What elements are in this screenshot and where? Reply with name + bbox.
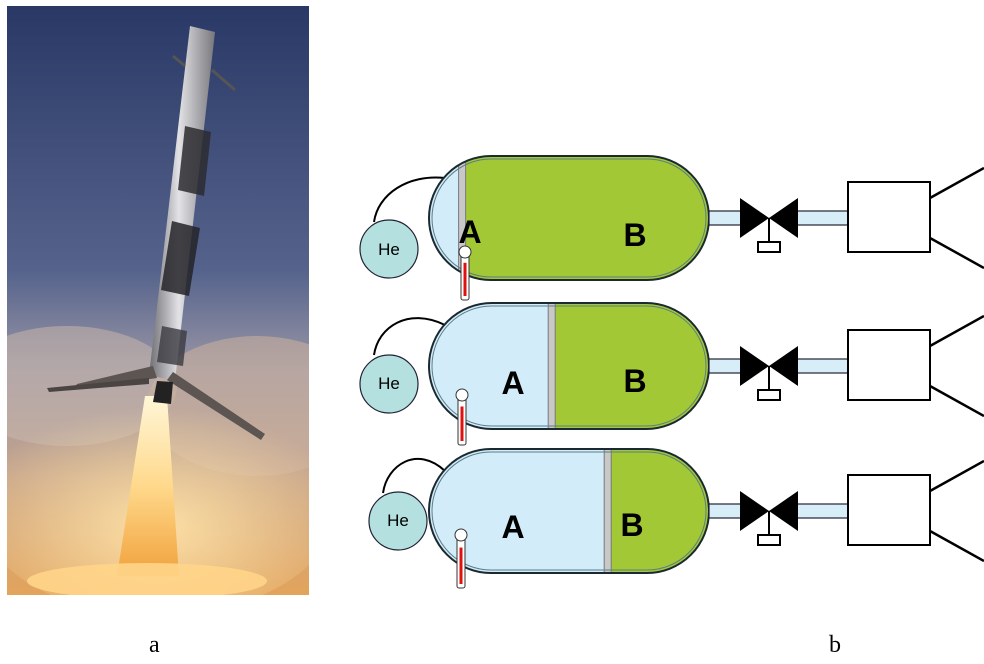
- rocket-landing-photo: [7, 6, 309, 595]
- chamber-b-label: B: [620, 507, 643, 543]
- helium-tank: [359, 354, 419, 414]
- valve-actuator: [757, 534, 781, 546]
- piston: [603, 449, 612, 573]
- thermometer-bulb: [455, 388, 469, 402]
- pipe: [708, 210, 742, 226]
- thermometer-bulb: [454, 528, 468, 542]
- pipe: [796, 210, 850, 226]
- pipe: [796, 358, 850, 374]
- caption-b: b: [829, 632, 841, 658]
- thermometer-level: [460, 406, 464, 441]
- engine-nozzle: [929, 166, 984, 270]
- engine-chamber: [847, 329, 931, 401]
- tank-row: [359, 155, 984, 301]
- valve-left: [740, 198, 769, 238]
- thermometer-level: [459, 547, 463, 584]
- engine-chamber: [847, 474, 931, 546]
- chamber-b: [552, 303, 709, 429]
- tank-inner-outline: [431, 451, 707, 571]
- helium-tank: [368, 491, 428, 551]
- pipe: [796, 503, 850, 519]
- helium-line: [382, 458, 446, 494]
- tank-row: [368, 448, 984, 589]
- valve-actuator: [757, 389, 781, 401]
- piston: [547, 303, 556, 429]
- chamber-b: [462, 156, 709, 280]
- helium-label: He: [378, 374, 400, 393]
- chamber-b-label: B: [623, 363, 646, 399]
- tank-inner-outline: [431, 305, 707, 427]
- thermometer-bulb: [458, 245, 472, 259]
- helium-line: [373, 317, 446, 356]
- helium-label: He: [387, 511, 409, 530]
- engine-nozzle: [929, 459, 984, 563]
- piston: [458, 156, 467, 280]
- tank-inner-outline: [431, 158, 707, 278]
- pipe: [708, 358, 742, 374]
- valve-left: [740, 491, 769, 531]
- engine-chamber: [847, 181, 931, 253]
- chamber-a-label: A: [501, 509, 524, 545]
- valve-left: [740, 346, 769, 386]
- chamber-a-label: A: [501, 365, 524, 401]
- thermometer-level: [463, 262, 467, 296]
- tank-row: [359, 302, 984, 446]
- chamber-a-label: A: [458, 214, 481, 250]
- pipe: [708, 503, 742, 519]
- valve-right: [769, 491, 798, 531]
- helium-label: He: [378, 240, 400, 259]
- valve-right: [769, 198, 798, 238]
- helium-line: [373, 176, 446, 223]
- caption-a: a: [149, 632, 160, 658]
- valve-actuator: [757, 241, 781, 253]
- engine-nozzle: [929, 314, 984, 418]
- valve-right: [769, 346, 798, 386]
- helium-tank: [359, 219, 419, 279]
- chamber-b-label: B: [623, 217, 646, 253]
